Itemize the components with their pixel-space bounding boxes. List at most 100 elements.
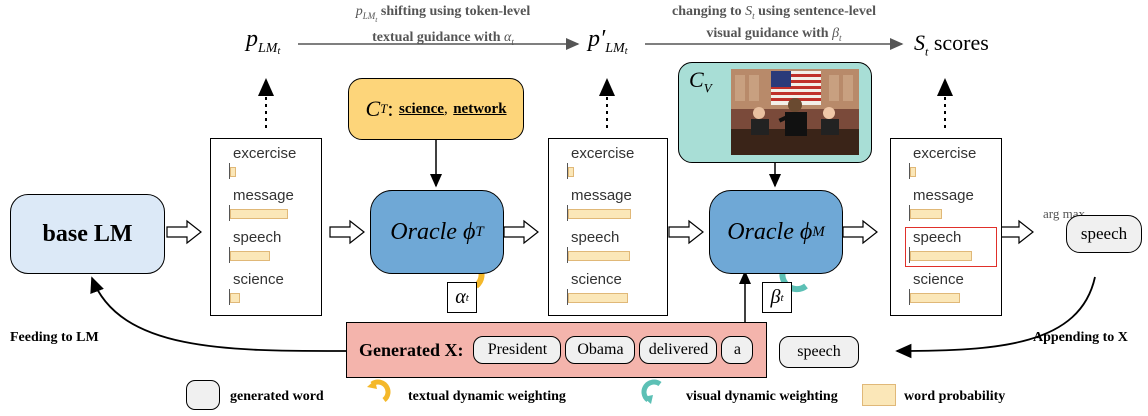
p-lm-prime-sub: LM — [605, 40, 625, 56]
change-caption: changing to St using sentence-level visu… — [672, 4, 876, 43]
legend-textual-weighting: textual dynamic weighting — [408, 389, 566, 404]
panel2-axis-4 — [567, 289, 569, 305]
panel3-bar-4 — [910, 293, 960, 303]
ct-keyword-1: science — [398, 100, 444, 117]
panel3-word-2: message — [913, 187, 974, 204]
p-lm-prime-label: p′LMt — [588, 26, 628, 57]
visual-photo — [731, 69, 859, 155]
panel2-word-2: message — [571, 187, 632, 204]
oracle-t-symbol: ϕ — [462, 218, 476, 245]
oracle-m-sub: M — [812, 223, 825, 240]
feeding-curve — [90, 276, 347, 352]
generated-word-2: Obama — [565, 336, 636, 364]
panel1-word-1: excercise — [233, 145, 297, 162]
p-lm-sub: LM — [258, 40, 278, 56]
panel1-word-2: message — [233, 187, 294, 204]
panel1-word-3: speech — [233, 229, 282, 246]
panel1-axis-4 — [229, 289, 231, 305]
visual-constraint-box: CV — [678, 62, 872, 163]
oracle-t-sub: T — [475, 223, 484, 240]
appended-word: speech — [779, 336, 859, 368]
scores-label: St scores — [914, 30, 989, 59]
oracle-t-label: Oracle — [390, 218, 457, 245]
argmax-output-text: speech — [1080, 224, 1128, 243]
panel2-bar-1 — [568, 167, 574, 177]
alpha-sub: t — [465, 291, 469, 304]
legend-word-probability-icon — [862, 384, 896, 406]
argmax-output: speech — [1066, 215, 1142, 253]
panel2-word-4: science — [571, 271, 622, 288]
appended-word-text: speech — [797, 343, 841, 360]
appending-label: Appending to X — [1033, 330, 1128, 345]
cv-sub: V — [703, 80, 712, 96]
change-caption-1a: changing to — [672, 4, 742, 19]
panel2-axis-1 — [567, 163, 569, 179]
generated-label: Generated X: — [359, 340, 463, 361]
ct-keyword-2: network — [453, 100, 507, 117]
panel2-word-3: speech — [571, 229, 620, 246]
panel3-axis-4 — [909, 289, 911, 305]
panel2-bar-4 — [568, 293, 628, 303]
beta-sub: t — [780, 291, 784, 304]
oracle-m-label: Oracle — [727, 218, 794, 245]
panel3-axis-2 — [909, 205, 911, 221]
legend-textual-arc — [367, 379, 391, 402]
panel1-word-4: science — [233, 271, 284, 288]
cv-prefix: C — [689, 67, 704, 92]
legend-visual-arc — [641, 379, 662, 404]
panel1-bar-1 — [230, 167, 236, 177]
oracle-m-symbol: ϕ — [799, 218, 813, 245]
shift-caption-1: shifting using token-level — [380, 4, 531, 19]
panel3-word-4: science — [913, 271, 964, 288]
feeding-label: Feeding to LM — [10, 330, 99, 345]
panel1-bar-3 — [230, 251, 270, 261]
panel3-bar-3 — [910, 251, 972, 261]
ct-colon: : — [387, 96, 394, 121]
base-lm-label: base LM — [42, 220, 133, 247]
p-lm-label: pLMt — [246, 26, 281, 57]
generated-label-text: Generated — [359, 339, 440, 360]
panel3-bar-1 — [910, 167, 916, 177]
panel3-word-3: speech — [913, 229, 962, 246]
legend-word-probability: word probability — [904, 389, 1006, 404]
base-lm-box: base LM — [10, 194, 165, 274]
ct-sub: T — [380, 101, 388, 116]
shift-caption-2: textual guidance with — [372, 29, 501, 45]
panel1-bar-2 — [230, 209, 288, 219]
ct-sep: , — [443, 100, 448, 117]
change-caption-1b: using sentence-level — [758, 4, 876, 19]
panel1-axis-3 — [229, 247, 231, 263]
legend-generated-word: generated word — [230, 389, 324, 404]
generated-word-4: a — [721, 336, 754, 364]
panel1-axis-2 — [229, 205, 231, 221]
beta-symbol: β — [770, 286, 781, 308]
panel3-bar-2 — [910, 209, 942, 219]
shift-caption: pLMt shifting using token-level textual … — [355, 4, 531, 47]
legend-visual-weighting: visual dynamic weighting — [686, 389, 838, 404]
panel2-bar-2 — [568, 209, 631, 219]
panel2-bar-3 — [568, 251, 630, 261]
prob-panel-3: excercise message speech science — [890, 138, 1002, 316]
panel3-axis-1 — [909, 163, 911, 179]
generated-word-1: President — [473, 336, 562, 364]
generated-word-3: delivered — [639, 336, 718, 364]
prob-panel-1: excercise message speech science — [210, 138, 322, 316]
generated-box: Generated X: President Obama delivered a — [346, 322, 767, 378]
panel3-axis-3 — [909, 247, 911, 263]
appending-curve — [895, 276, 1096, 359]
panel1-axis-1 — [229, 163, 231, 179]
ct-prefix: C — [365, 96, 381, 121]
panel2-axis-2 — [567, 205, 569, 221]
cv-label: CV — [689, 67, 712, 96]
generated-var: X: — [444, 339, 464, 360]
panel3-word-1: excercise — [913, 145, 977, 162]
legend-generated-word-icon — [186, 380, 220, 410]
scores-text: scores — [933, 30, 989, 55]
panel1-bar-4 — [230, 293, 240, 303]
